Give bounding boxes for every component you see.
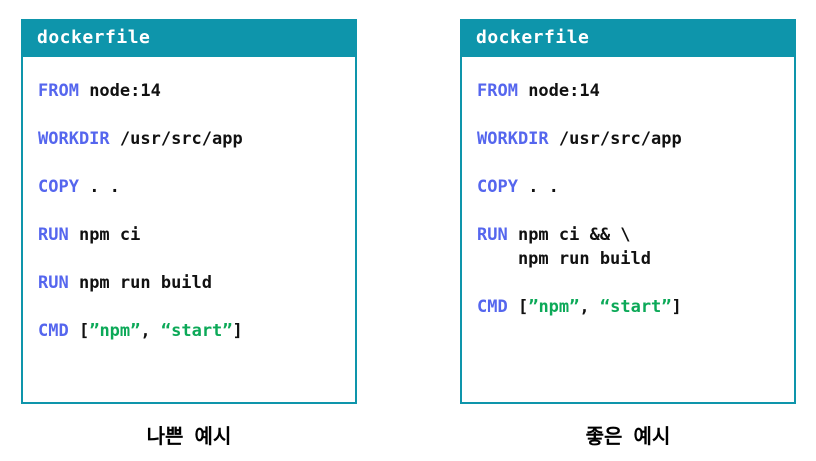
code-line — [38, 295, 345, 319]
code-block-good: FROM node:14 WORKDIR /usr/src/app COPY .… — [460, 57, 796, 404]
code-line — [38, 247, 345, 271]
code-line: npm run build — [477, 249, 651, 269]
code-line — [38, 151, 345, 175]
code-line: WORKDIR /usr/src/app — [477, 129, 682, 149]
code-line: CMD [”npm”, “start”] — [38, 321, 243, 341]
code-line — [38, 199, 345, 223]
code-line: RUN npm ci — [38, 225, 141, 245]
caption-good-example: 좋은 예시 — [585, 426, 671, 448]
dockerfile-panel-bad: dockerfile FROM node:14 WORKDIR /usr/src… — [21, 19, 357, 404]
code-line: RUN npm run build — [38, 273, 213, 293]
caption-bad-example: 나쁜 예시 — [146, 426, 232, 448]
code-line: WORKDIR /usr/src/app — [38, 129, 243, 149]
code-line: COPY . . — [477, 177, 559, 197]
code-line — [477, 271, 784, 295]
code-line: RUN npm ci && \ — [477, 225, 631, 245]
code-line — [477, 151, 784, 175]
code-line: FROM node:14 — [38, 81, 161, 101]
code-line: COPY . . — [38, 177, 120, 197]
dockerfile-panel-good: dockerfile FROM node:14 WORKDIR /usr/src… — [460, 19, 796, 404]
code-line — [38, 103, 345, 127]
panel-title-bad: dockerfile — [21, 19, 357, 57]
code-line: FROM node:14 — [477, 81, 600, 101]
code-line: CMD [”npm”, “start”] — [477, 297, 682, 317]
code-block-bad: FROM node:14 WORKDIR /usr/src/app COPY .… — [21, 57, 357, 404]
panel-title-good: dockerfile — [460, 19, 796, 57]
code-line — [477, 199, 784, 223]
code-line — [477, 103, 784, 127]
